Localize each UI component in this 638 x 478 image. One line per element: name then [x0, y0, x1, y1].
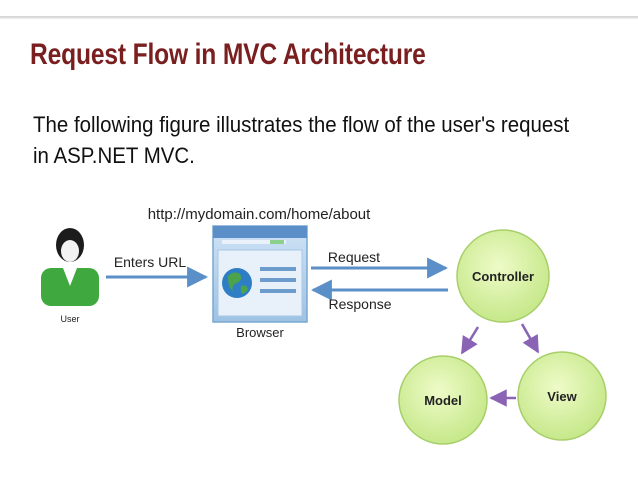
slide-title: Request Flow in MVC Architecture — [30, 38, 426, 71]
response-label: Response — [328, 296, 391, 312]
model-node — [398, 355, 488, 445]
slide-description: The following figure illustrates the flo… — [33, 112, 570, 168]
browser-icon — [212, 225, 308, 323]
controller-node — [456, 229, 550, 323]
enters-url-label: Enters URL — [114, 254, 187, 270]
user-icon — [41, 228, 99, 306]
model-label: Model — [424, 393, 462, 408]
view-node — [517, 351, 607, 441]
top-divider — [0, 16, 638, 19]
user-label: User — [60, 314, 79, 324]
controller-to-model-arrow — [460, 326, 480, 355]
request-label: Request — [328, 249, 380, 265]
controller-to-view-arrow — [520, 323, 540, 354]
controller-label: Controller — [472, 269, 534, 284]
browser-label: Browser — [236, 325, 284, 340]
view-label: View — [547, 389, 577, 404]
url-text: http://mydomain.com/home/about — [148, 206, 371, 223]
